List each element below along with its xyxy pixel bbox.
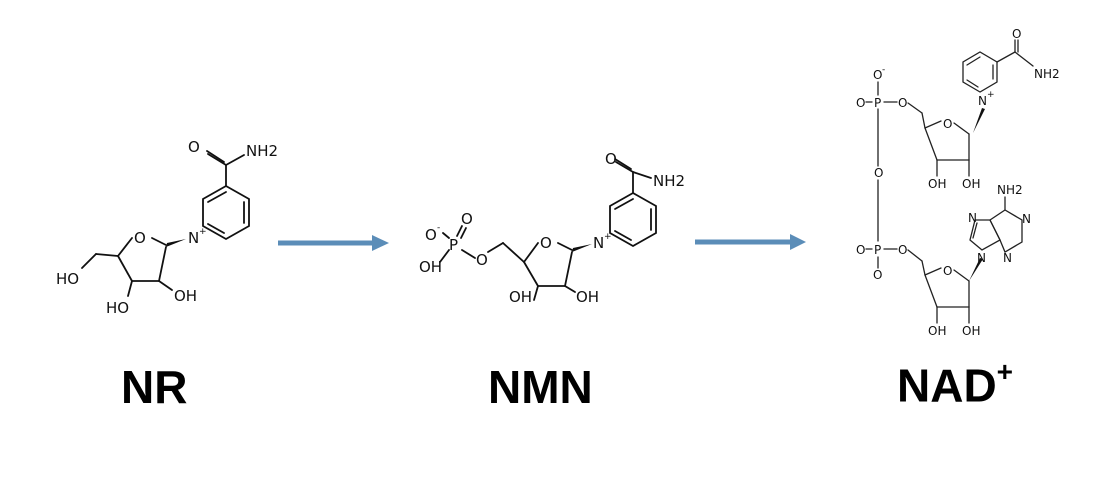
nad-imidazole-ring [969,219,1001,251]
label-nr: NR [121,364,187,410]
nr-hydroxyl-3: HO [106,299,129,317]
nad-phosphate-oxygen-top: O [856,96,865,110]
nad-oxide-top: O [873,68,882,82]
nad-ring-oxygen-bottom: O [943,264,952,278]
nr-hydroxyl-5: HO [56,270,79,288]
nr-structure: O NH2 N + O HO HO OH [56,138,278,317]
nmn-hydroxyl-2: OH [576,288,599,306]
nmn-ring-oxygen: O [540,234,552,252]
nr-wedge-bond [166,239,186,247]
nr-amide-oxygen: O [188,138,200,156]
nmn-phosphate-oxide: O [425,226,437,244]
nad-oxide-top-charge: - [882,65,885,75]
arrow-nr-to-nmn [278,235,389,251]
label-nad-text: NAD [897,359,997,412]
label-nmn: NMN [488,364,593,410]
nmn-amide-oxygen: O [605,150,617,168]
nad-hydroxyl-top-2: OH [962,177,980,191]
nmn-pyridinium-n: N [593,234,604,252]
nad-pyridinium-n: N [978,94,987,108]
nad-oxide-bottom: O [873,268,882,282]
nad-structure: O - O P O O O P O O O [856,27,1060,338]
nad-ester-oxygen-bottom: O [898,243,907,257]
label-nad-superscript: + [996,356,1014,387]
nad-hydroxyl-bottom-2: OH [962,324,980,338]
nad-wedge-adenine [969,258,983,281]
nad-pyridinium-ring [962,51,998,93]
arrow-nmn-to-nad [695,234,806,250]
nmn-phosphate-oxygen: O [461,210,473,228]
nad-bridge-oxygen: O [874,166,883,180]
label-nr-text: NR [121,361,188,413]
nad-adenine-nh2: NH2 [997,183,1023,197]
nmn-amide-nh2: NH2 [653,172,685,190]
nr-hydroxyl-2: OH [174,287,197,305]
nad-ester-oxygen-top: O [898,96,907,110]
nad-hydroxyl-top-3: OH [928,177,946,191]
nr-amide-nh2: NH2 [246,142,278,160]
nad-ring-oxygen-top: O [943,117,952,131]
nmn-wedge-bond [572,244,592,252]
nad-amide-oxygen: O [1012,27,1021,41]
nmn-phosphate-hydroxyl: OH [419,258,442,276]
nmn-cation-charge: + [604,232,612,242]
nad-cation-charge: + [987,90,995,100]
nad-phosphate-oxygen-bottom: O [856,243,865,257]
nmn-pyridinium-ring [609,191,657,248]
nr-pyridinium-n: N [188,229,199,247]
nad-wedge-nicotinamide [973,108,985,133]
nr-pyridinium-ring [202,184,250,241]
label-nad: NAD+ [897,358,1013,412]
nad-phosphorus-bottom: P [874,243,881,257]
nad-adenine-n1: N [1022,212,1031,226]
label-nmn-text: NMN [488,361,593,413]
nmn-structure: O NH2 N + O O P O O - [419,150,685,306]
nad-phosphorus-top: P [874,96,881,110]
nad-pyrimidine-ring [989,209,1023,253]
nad-adenine-n7: N [968,211,977,225]
nad-adenine-n9: N [977,251,986,265]
nmn-hydroxyl-3: OH [509,288,532,306]
nad-adenine-n3: N [1003,251,1012,265]
nmn-phosphorus: P [449,236,458,254]
nad-hydroxyl-bottom-3: OH [928,324,946,338]
nad-amide-nh2: NH2 [1034,67,1060,81]
nmn-oxide-charge: - [437,223,440,233]
nr-cation-charge: + [199,227,207,237]
nr-ring-oxygen: O [134,229,146,247]
nmn-ester-oxygen: O [476,251,488,269]
